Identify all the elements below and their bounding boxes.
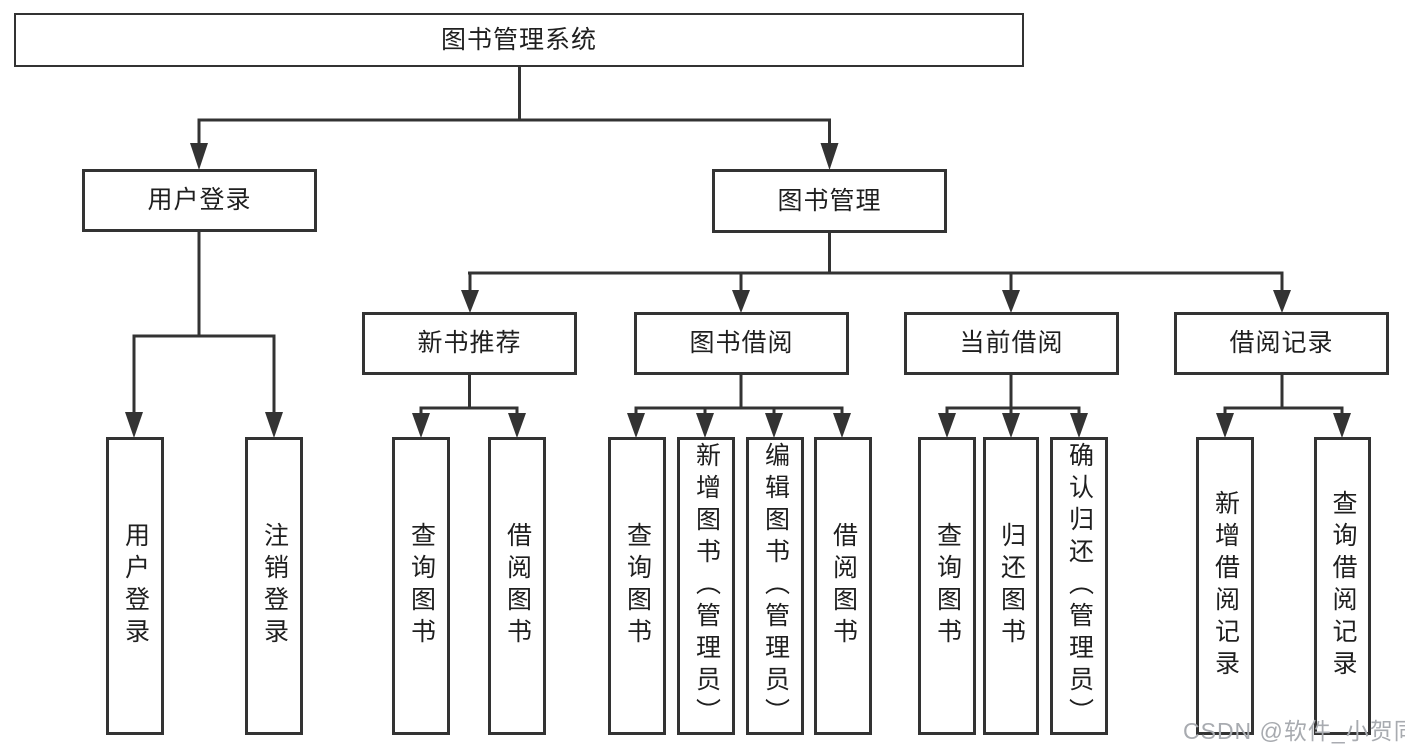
node-book-borrow-label: 图书借阅 [689,329,794,357]
leaf-query-borrow-record-label: 查询借阅记录 [1329,490,1357,682]
leaf-add-books-admin: 新增图书（管理员） [677,437,735,735]
node-borrow-records-label: 借阅记录 [1229,329,1334,357]
node-library-system-label: 图书管理系统 [440,25,597,54]
leaf-query-books-borrow: 查询图书 [608,437,666,735]
leaf-edit-books-admin-label: 编辑图书（管理员） [761,442,790,730]
leaf-query-books-borrow-label: 查询图书 [623,522,652,650]
leaf-query-books-recommend-label: 查询图书 [407,522,436,650]
leaf-logout: 注销登录 [245,437,303,735]
leaf-return-books: 归还图书 [983,437,1039,735]
branch-new-book-recommend [412,375,526,438]
leaf-add-borrow-record: 新增借阅记录 [1196,437,1254,735]
leaf-borrow-books-recommend: 借阅图书 [488,437,546,735]
node-library-system: 图书管理系统 [14,13,1024,67]
leaf-confirm-return-admin-label: 确认归还（管理员） [1065,442,1094,730]
leaf-user-login-label: 用户登录 [121,522,150,650]
branch-borrow-records [1216,375,1351,438]
leaf-add-borrow-record-label: 新增借阅记录 [1211,490,1240,682]
node-new-book-recommend: 新书推荐 [362,312,577,375]
leaf-edit-books-admin: 编辑图书（管理员） [746,437,804,735]
leaf-user-login: 用户登录 [106,437,164,735]
branch-book-borrow [627,375,851,438]
leaf-add-books-admin-label: 新增图书（管理员） [692,442,721,730]
node-book-mgmt: 图书管理 [712,169,947,233]
node-current-borrow-label: 当前借阅 [959,329,1064,357]
leaf-confirm-return-admin: 确认归还（管理员） [1050,437,1108,735]
node-new-book-recommend-label: 新书推荐 [417,329,522,357]
node-borrow-records: 借阅记录 [1174,312,1389,375]
leaf-query-books-current-label: 查询图书 [933,522,962,650]
csdn-watermark: CSDN @软件_小贺同学 [1183,718,1405,744]
leaf-query-books-recommend: 查询图书 [392,437,450,735]
node-book-borrow: 图书借阅 [634,312,849,375]
branch-root [190,67,839,170]
branch-current-borrow [938,375,1088,438]
leaf-return-books-label: 归还图书 [997,522,1026,650]
leaf-query-books-current: 查询图书 [918,437,976,735]
node-user-login-label: 用户登录 [147,186,252,214]
leaf-query-borrow-record: 查询借阅记录 [1314,437,1371,735]
leaf-logout-label: 注销登录 [260,522,289,650]
branch-book-mgmt [461,232,1291,313]
leaf-borrow-books: 借阅图书 [814,437,872,735]
branch-user-login [125,232,283,438]
node-current-borrow: 当前借阅 [904,312,1119,375]
node-user-login: 用户登录 [82,169,317,232]
node-book-mgmt-label: 图书管理 [777,186,882,215]
leaf-borrow-books-recommend-label: 借阅图书 [503,522,532,650]
leaf-borrow-books-label: 借阅图书 [829,522,858,650]
